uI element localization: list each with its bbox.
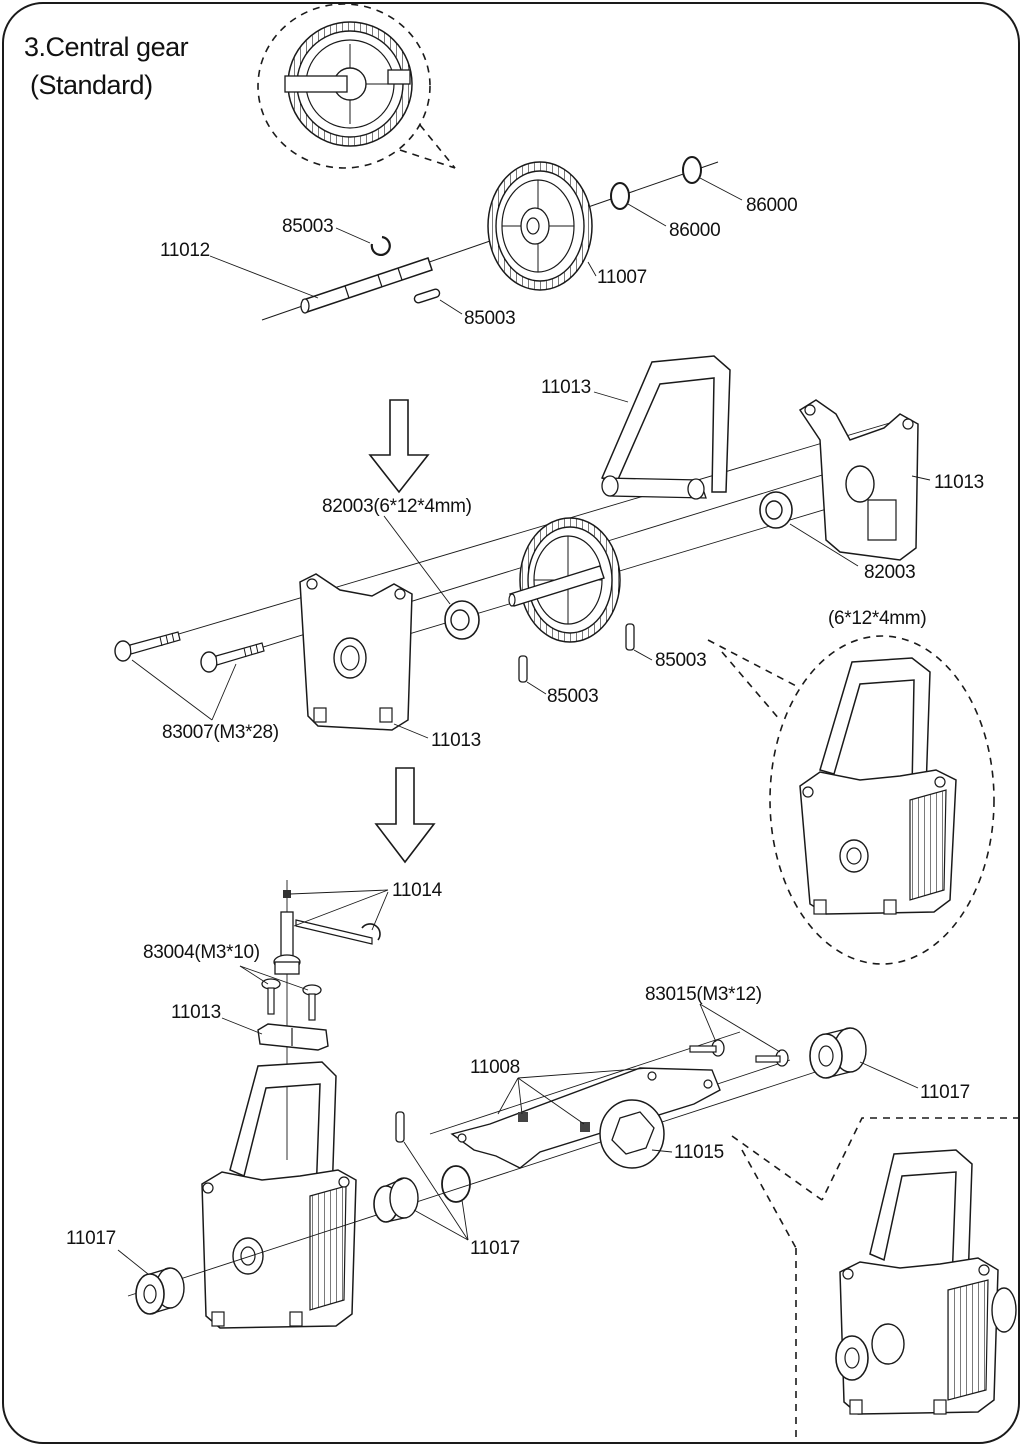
bracket-plate-part [450, 1067, 721, 1169]
zoom-circle-assembled-gearbox [707, 635, 995, 965]
label-11017-left: 11017 [66, 1228, 116, 1249]
label-11013-left: 11013 [431, 730, 481, 751]
label-85003-clip: 85003 [282, 216, 334, 237]
bearing-left [444, 600, 480, 640]
mount-block-part [257, 1023, 329, 1051]
label-11013-right: 11013 [934, 472, 984, 493]
o-ring [441, 1165, 471, 1203]
drive-cup-right [809, 1027, 867, 1079]
leader-lines-step3 [117, 889, 919, 1275]
pin-part [413, 288, 441, 304]
assembled-gearbox-main [201, 1061, 357, 1329]
washer-part-a [610, 182, 630, 210]
vertical-shaft-part [273, 880, 381, 1160]
label-11015: 11015 [674, 1142, 724, 1163]
label-82003-right-size: (6*12*4mm) [828, 608, 927, 629]
bearing-right [759, 491, 793, 529]
label-86000-a: 86000 [669, 220, 721, 241]
gearbox-plate-left [299, 573, 413, 731]
leader-lines-step2 [131, 391, 931, 739]
label-11008: 11008 [470, 1057, 520, 1078]
shaft-part [300, 257, 433, 314]
label-11017-right: 11017 [920, 1082, 970, 1103]
label-83004: 83004(M3*10) [143, 942, 260, 963]
axis-lines-step2 [117, 419, 911, 665]
label-85003-a: 85003 [655, 650, 707, 671]
section-subtitle: (Standard) [30, 70, 153, 100]
top-handle-part [601, 355, 731, 500]
drive-cup-left [135, 1267, 185, 1315]
screw-m3x12-b [755, 1049, 789, 1067]
leader-lines-step1 [209, 177, 743, 315]
label-85003-b: 85003 [547, 686, 599, 707]
long-screw-a [114, 631, 181, 662]
hex-disc-part [599, 1099, 665, 1169]
gearbox-plate-right [798, 399, 919, 561]
pin-vertical [395, 1111, 405, 1143]
drive-cup-middle [373, 1177, 419, 1223]
step-arrow-1 [368, 399, 430, 494]
label-83015: 83015(M3*12) [645, 984, 762, 1005]
label-82003-left: 82003(6*12*4mm) [322, 496, 472, 517]
zoom-circle-gear-detail [257, 3, 456, 169]
label-86000-b: 86000 [746, 195, 798, 216]
screw-m3x10-b [302, 984, 322, 1021]
spur-gear-part [487, 161, 593, 291]
label-82003-right: 82003 [864, 562, 916, 583]
pin-b [625, 623, 635, 651]
label-11013-frame: 11013 [541, 377, 591, 398]
washer-part-b [682, 156, 702, 184]
label-11007: 11007 [597, 267, 647, 288]
label-11012: 11012 [160, 240, 210, 261]
label-11014: 11014 [392, 880, 442, 901]
label-85003-pin: 85003 [464, 308, 516, 329]
screw-m3x10-a [261, 978, 281, 1015]
screw-m3x12-a [689, 1039, 725, 1057]
label-11013-block: 11013 [171, 1002, 221, 1023]
zoom-panel-final-assembly [731, 1117, 1020, 1444]
e-clip-part [370, 235, 391, 256]
step-arrow-2 [374, 767, 436, 864]
spur-gear-assembled [508, 517, 621, 643]
pin-a [518, 655, 528, 683]
label-83007: 83007(M3*28) [162, 722, 279, 743]
section-title: 3.Central gear [24, 32, 189, 62]
long-screw-b [200, 642, 265, 673]
label-11017-mid: 11017 [470, 1238, 520, 1259]
